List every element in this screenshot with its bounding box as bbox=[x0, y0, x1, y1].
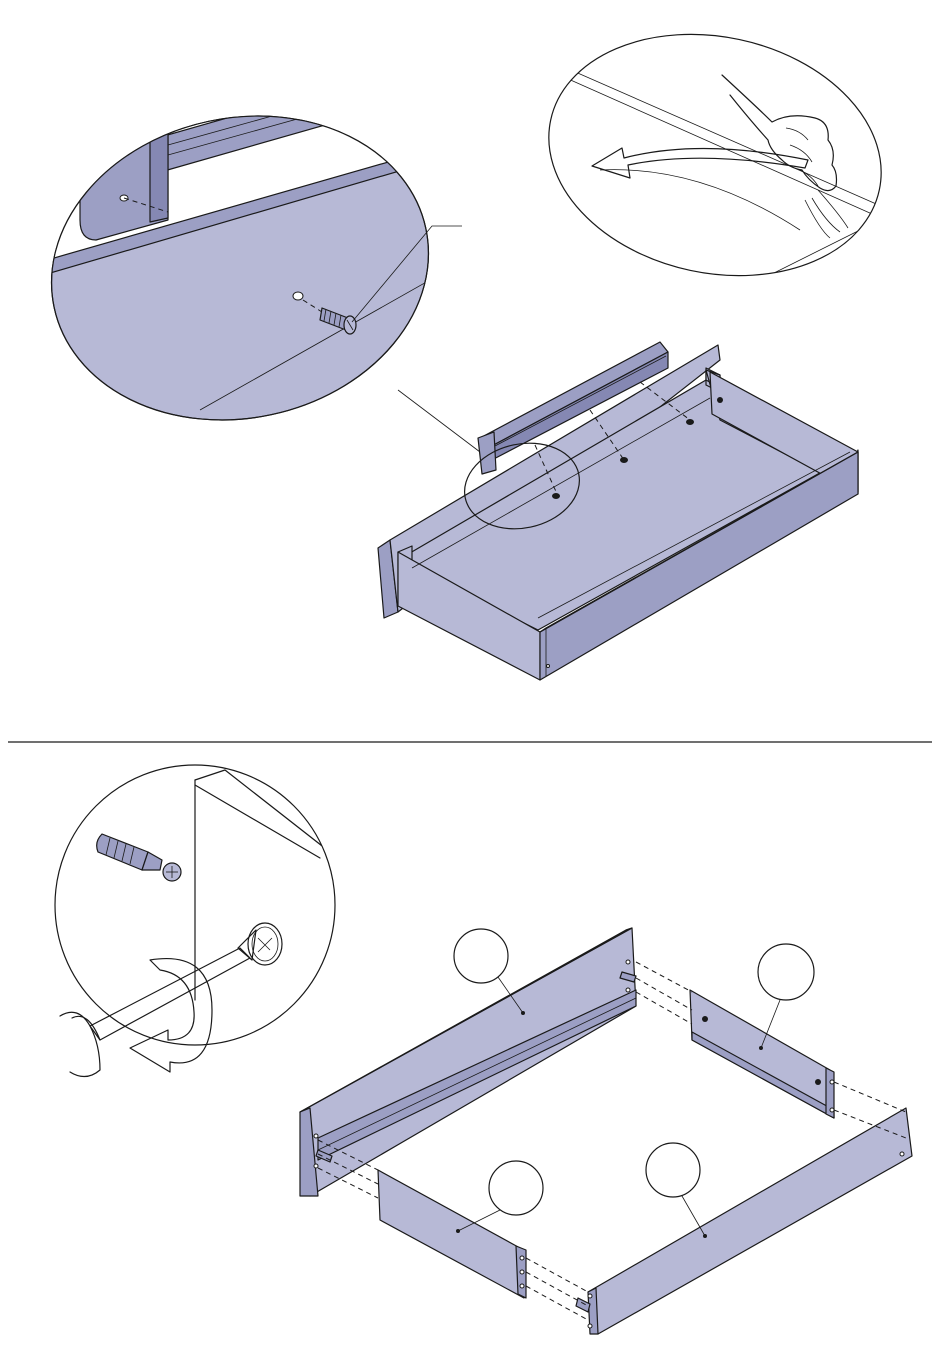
part-balloon bbox=[758, 944, 814, 1048]
callout-leader bbox=[398, 390, 480, 452]
drawer-box-exploded-assembly bbox=[300, 928, 912, 1334]
part-balloon bbox=[646, 1143, 705, 1236]
screwdriver-cam-lock-detail bbox=[55, 765, 340, 1077]
cam-bolt-icon bbox=[97, 834, 181, 881]
panel-side-right bbox=[690, 990, 834, 1118]
panel-front bbox=[576, 1108, 912, 1334]
rotation-arrow-icon bbox=[130, 959, 212, 1072]
screw-insertion-detail bbox=[23, 60, 462, 454]
peel-protective-film-detail bbox=[526, 5, 904, 306]
screwdriver-icon bbox=[60, 930, 256, 1077]
cam-lock-icon bbox=[248, 923, 282, 965]
drawer-with-slide-rail bbox=[378, 342, 858, 680]
